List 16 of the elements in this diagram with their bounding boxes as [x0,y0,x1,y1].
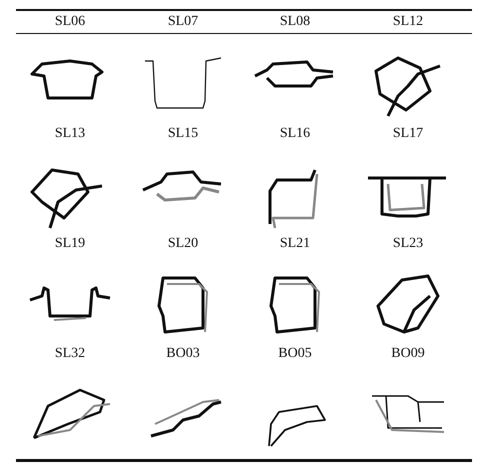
specimen-label: SL20 [166,236,200,252]
specimen-label: SL08 [278,14,312,30]
specimen-label: SL12 [392,14,424,30]
specimen-label: SL23 [392,236,424,252]
specimen-label: BO09 [390,346,426,362]
specimen-label: SL32 [54,346,86,362]
specimen-label: SL16 [278,126,312,142]
specimen-label: SL13 [54,126,86,142]
specimen-label: BO03 [165,346,201,362]
specimen-label: SL19 [54,236,86,252]
specimen-label: SL06 [54,14,86,30]
specimen-label: BO05 [277,346,313,362]
specimen-label: SL07 [166,14,200,30]
specimen-label: SL17 [392,126,424,142]
specimen-label: SL21 [278,236,312,252]
specimen-label: SL15 [166,126,200,142]
